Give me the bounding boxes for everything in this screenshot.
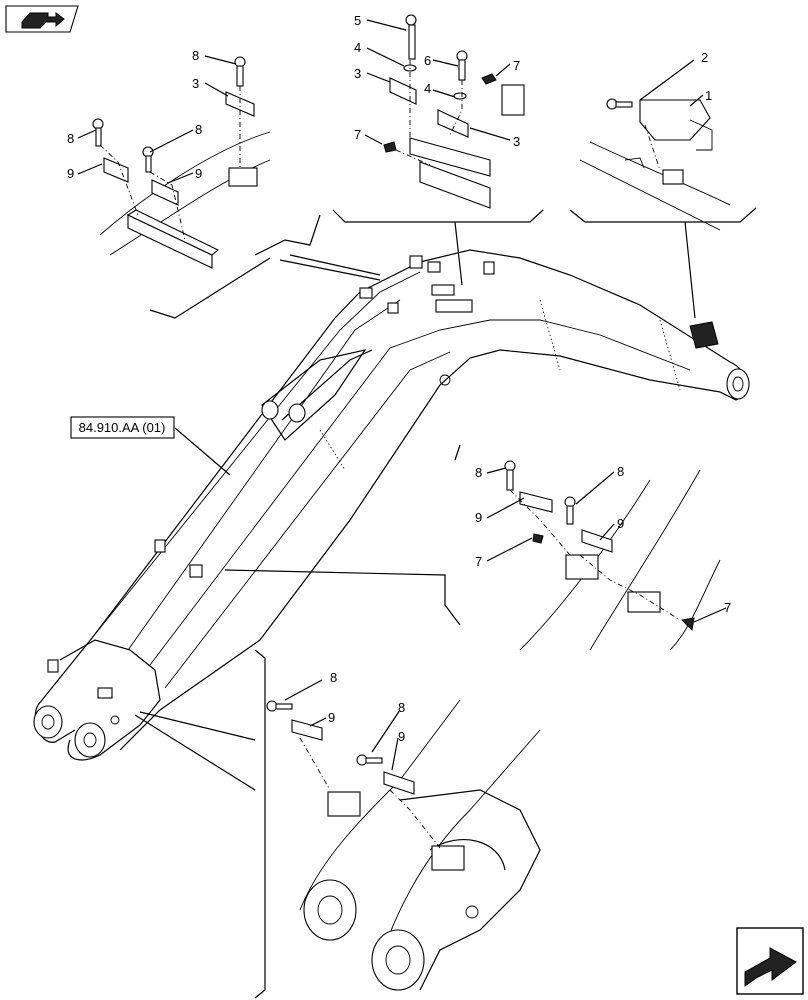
reference-label-box[interactable]: 84.910.AA (01) [70,416,175,439]
callout-7: 7 [513,58,520,73]
callout-8: 8 [475,465,482,480]
boom-assembly [33,249,750,791]
callout-4: 4 [424,81,431,96]
detail-top-center: 5 4 3 6 4 7 3 7 [332,13,544,286]
callout-6: 6 [424,53,431,68]
callout-3: 3 [354,66,361,81]
callout-7: 7 [475,554,482,569]
callout-8: 8 [67,131,74,146]
next-page-arrow-icon[interactable] [736,927,804,995]
callout-4: 4 [354,40,361,55]
callout-9: 9 [617,516,624,531]
callout-9: 9 [195,166,202,181]
detail-top-right: 2 1 [569,50,757,319]
callout-7: 7 [354,127,361,142]
book-with-arrow-icon[interactable] [5,5,79,33]
callout-8: 8 [330,670,337,685]
callout-7: 7 [724,600,731,615]
callout-8: 8 [192,48,199,63]
callout-2: 2 [701,50,708,65]
callout-9: 9 [67,166,74,181]
callout-9: 9 [328,710,335,725]
callout-8: 8 [195,122,202,137]
callout-8: 8 [398,700,405,715]
callout-3: 3 [192,76,199,91]
callout-8: 8 [617,464,624,479]
callout-9: 9 [475,510,482,525]
detail-top-left: 8 3 8 9 8 9 [67,48,321,319]
callout-9: 9 [398,729,405,744]
callout-3: 3 [513,134,520,149]
reference-label[interactable]: 84.910.AA (01) [79,420,166,435]
detail-middle-right: 8 9 8 9 7 7 [454,444,731,651]
callout-1: 1 [705,88,712,103]
callout-5: 5 [354,13,361,28]
detail-bottom-center: 8 9 8 9 [254,649,541,999]
